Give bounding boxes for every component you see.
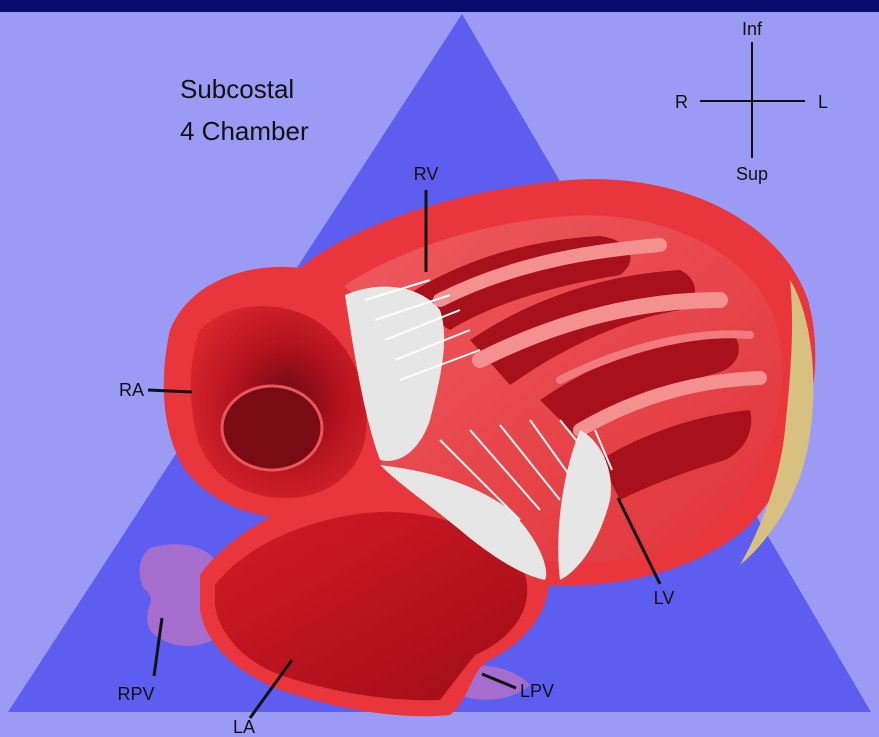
coronary-sinus-ostium: [222, 386, 322, 470]
orientation-top-label: Inf: [742, 19, 763, 39]
orientation-marker: Inf Sup R L: [675, 19, 828, 184]
orientation-left-label: R: [675, 92, 688, 112]
orientation-bottom-label: Sup: [736, 164, 768, 184]
label-lv: LV: [654, 588, 675, 608]
label-la: LA: [233, 717, 255, 737]
top-bar: [0, 0, 879, 12]
leader-ra: [148, 390, 192, 392]
label-ra: RA: [119, 380, 144, 400]
label-rv: RV: [414, 164, 439, 184]
orientation-right-label: L: [818, 92, 828, 112]
label-rpv: RPV: [117, 684, 154, 704]
view-title-line1: Subcostal: [180, 74, 294, 104]
view-title-line2: 4 Chamber: [180, 116, 309, 146]
label-lpv: LPV: [520, 681, 554, 701]
